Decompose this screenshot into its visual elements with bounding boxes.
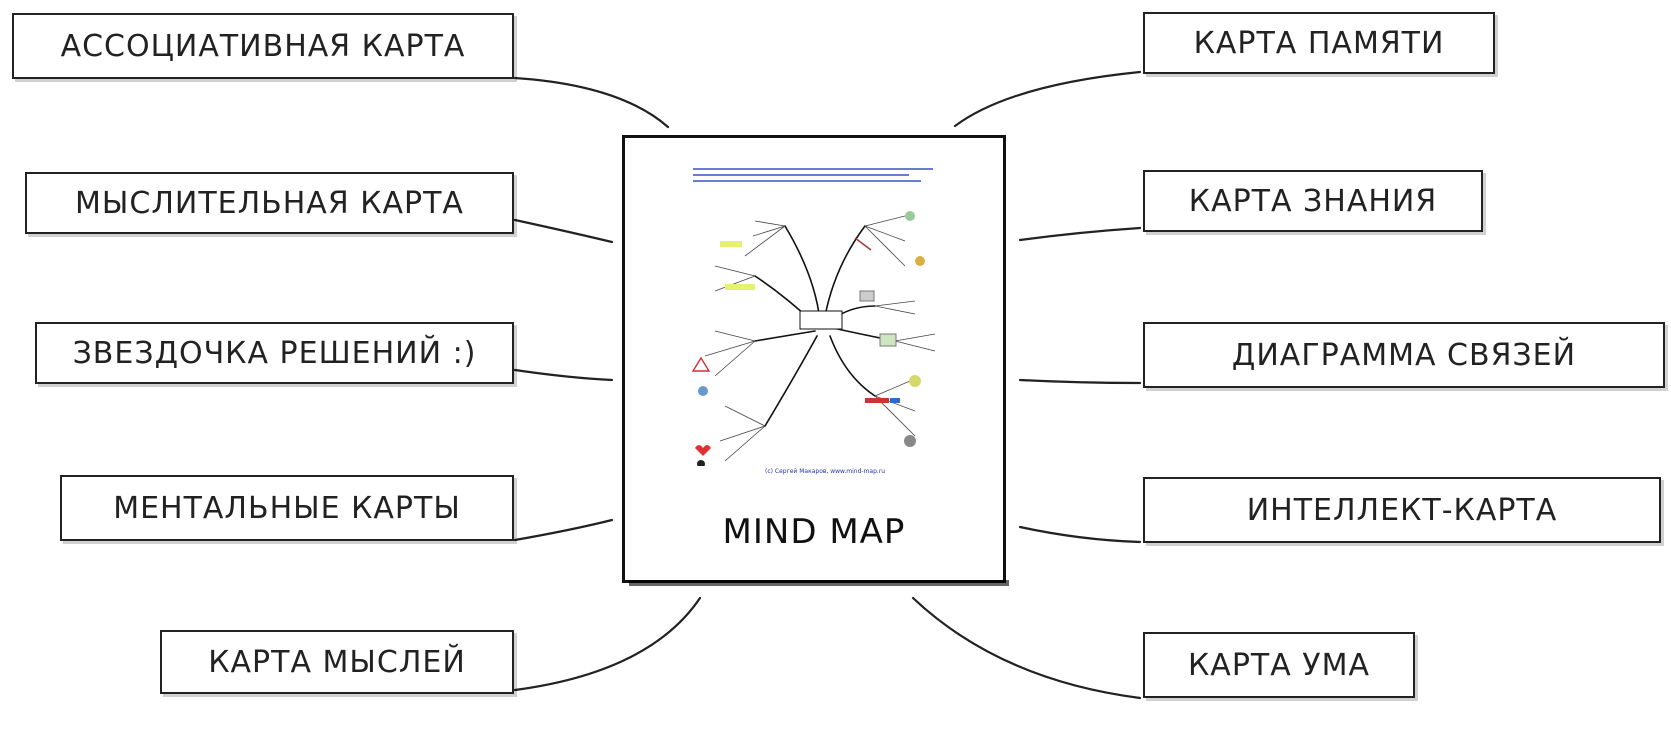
mind-map-card: (c) Сергей Макаров, www.mind-map.ru MIND… — [622, 135, 1009, 586]
term-label: ДИАГРАММА СВЯЗЕЙ — [1231, 337, 1577, 373]
term-label: КАРТА МЫСЛЕЙ — [208, 644, 466, 680]
term-box-decision-star: ЗВЕЗДОЧКА РЕШЕНИЙ :) — [35, 322, 514, 384]
term-box-intellect-map: ИНТЕЛЛЕКТ-КАРТА — [1143, 477, 1661, 543]
connector-left-2 — [513, 218, 614, 244]
connector-right-2 — [1018, 226, 1142, 242]
term-box-knowledge-map: КАРТА ЗНАНИЯ — [1143, 170, 1483, 232]
connector-left-3 — [513, 368, 614, 382]
card-title: MIND MAP — [722, 512, 906, 552]
connector-right-3 — [1018, 378, 1142, 385]
term-label: ИНТЕЛЛЕКТ-КАРТА — [1246, 492, 1558, 528]
mini-map-header-text — [693, 168, 933, 186]
connector-left-5 — [513, 596, 702, 692]
term-label: КАРТА УМА — [1188, 647, 1370, 683]
term-box-thinking-map: МЫСЛИТЕЛЬНАЯ КАРТА — [25, 172, 514, 234]
term-box-mind-map: КАРТА УМА — [1143, 632, 1415, 698]
term-box-memory-map: КАРТА ПАМЯТИ — [1143, 12, 1495, 74]
term-box-link-diagram: ДИАГРАММА СВЯЗЕЙ — [1143, 322, 1665, 388]
term-box-associative-map: АССОЦИАТИВНАЯ КАРТА — [12, 13, 514, 79]
term-label: КАРТА ПАМЯТИ — [1193, 25, 1445, 61]
connector-left-4 — [513, 518, 614, 542]
mini-mind-map-illustration — [691, 211, 936, 466]
term-label: МЫСЛИТЕЛЬНАЯ КАРТА — [75, 185, 464, 221]
connector-right-1 — [953, 70, 1142, 128]
term-box-thought-map: КАРТА МЫСЛЕЙ — [160, 630, 514, 694]
term-label: КАРТА ЗНАНИЯ — [1188, 183, 1438, 219]
connector-left-1 — [513, 76, 670, 129]
connector-right-5 — [911, 596, 1142, 700]
term-label: АССОЦИАТИВНАЯ КАРТА — [60, 28, 466, 64]
term-label: МЕНТАЛЬНЫЕ КАРТЫ — [113, 490, 461, 526]
mini-map-credit: (c) Сергей Макаров, www.mind-map.ru — [765, 468, 886, 475]
term-label: ЗВЕЗДОЧКА РЕШЕНИЙ :) — [72, 335, 477, 371]
connector-right-4 — [1018, 525, 1142, 544]
term-box-mental-maps: МЕНТАЛЬНЫЕ КАРТЫ — [60, 475, 514, 541]
